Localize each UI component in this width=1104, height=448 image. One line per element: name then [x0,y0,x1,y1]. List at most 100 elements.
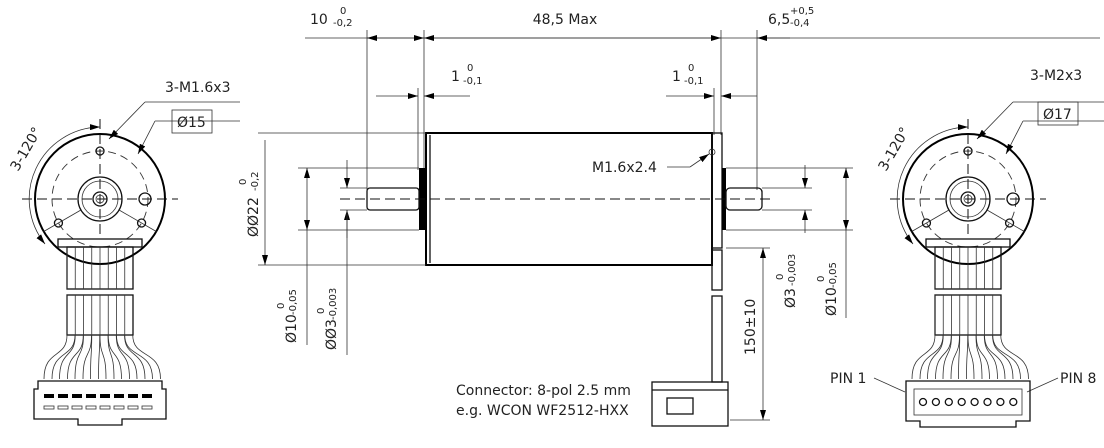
tol-upper: 0 [276,303,287,309]
tol-upper: 0 [688,63,694,74]
connector-pin-icon [44,394,54,398]
left-angle-label: 3-120° [8,125,46,174]
tol-upper: 0 [316,308,327,314]
connector-pin-icon [57,405,69,410]
wire [927,334,944,380]
tol-upper: 0 [775,274,786,280]
connector-pin-icon [99,405,111,410]
dim-right-step: 1 [672,69,681,85]
connector-label-line2: e.g. WCON WF2512-HXX [456,403,629,419]
wire [983,334,998,380]
wire [919,334,944,380]
connector-pin-icon [127,405,139,410]
right-end-view: 3-M2x3 Ø17 3-120° PIN 1 PIN 8 [830,68,1104,428]
wire [992,334,1021,380]
leader-arrow [137,120,156,155]
dim-right-pilot-diameter: Ø10 [824,287,840,316]
tol-lower: -0,05 [828,262,839,288]
vent-hole-icon [138,192,152,206]
motor-side-view: M1.6x2.4 [340,132,775,266]
tol-lower: -0,4 [790,18,810,29]
tol-lower: -0,003 [787,254,798,286]
right-holes-label: 3-M2x3 [1030,68,1082,84]
dim-left-pilot-diameter: Ø10 [284,314,300,343]
wire [984,334,1006,380]
leader-arrow [976,101,1014,140]
dim-right-shaft-diameter: Ø3 [783,288,799,308]
dim-left-shaft-diameter: ØØ3 [324,319,340,350]
tol-lower: -0,05 [288,289,299,315]
top-dimensions: 10 0 -0,2 48,5 Max 6,5 +0,5 -0,4 1 0 -0,… [305,6,1100,190]
right-angle-label: 3-120° [876,125,914,174]
wire [132,334,161,380]
wire [99,334,107,380]
angle-arc [28,124,101,245]
mounting-hole-icon [136,218,147,228]
wire [59,334,76,380]
left-diameter-dimensions: ØØ22 0 -0,2 Ø10 0 -0,05 ØØ3 0 -0,003 [238,132,426,355]
connector-pin-icon [931,397,941,407]
wire [82,334,92,380]
right-pcd-label: Ø17 [1043,107,1072,123]
tol-lower: -0,1 [684,76,704,87]
wire [975,334,990,380]
mounting-hole-icon [1004,218,1015,228]
leader-arrow [108,101,146,140]
dim-left-shaft-length: 10 [310,12,328,28]
tol-upper: 0 [238,179,249,185]
connector-body [33,380,167,426]
cable-side-view: 150±10 Connector: 8-pol 2.5 mm e.g. WCON… [456,247,770,427]
connector-pin-icon [944,397,953,407]
dim-left-step: 1 [451,69,460,85]
connector-pin-icon [114,394,124,398]
wire [51,334,76,380]
wire [935,334,952,380]
side-hole-label: M1.6x2.4 [592,160,657,176]
wire [950,334,960,380]
wire [942,334,952,380]
tol-upper: 0 [816,276,827,282]
tol-upper: 0 [340,6,346,17]
wire [115,334,130,380]
dim-body-length: 48,5 Max [533,12,598,28]
dim-body-diameter: ØØ22 [246,197,262,237]
connector-pin-icon [72,394,82,398]
wire [116,334,138,380]
wire [958,334,961,380]
connector-pin-icon [71,405,83,410]
wire [74,334,84,380]
angle-arc [896,124,969,245]
wire [43,334,68,380]
cable-header [57,238,143,248]
dim-cable-length: 150±10 [743,299,759,355]
wire [967,334,975,380]
connector-pin-icon [918,397,928,407]
connector-pin-icon [86,394,96,398]
wire [124,334,153,380]
connector-label-line1: Connector: 8-pol 2.5 mm [456,383,631,399]
wire [67,334,84,380]
tol-lower: -0,003 [328,288,339,320]
dim-right-shaft-length: 6,5 [768,12,790,28]
connector-pin-icon [100,394,110,398]
connector-body [905,380,1031,428]
connector-pin-icon [141,405,153,410]
connector-pin-icon [43,405,55,410]
right-diameter-dimensions: Ø3 0 -0,003 Ø10 0 -0,05 [726,165,853,318]
connector-pin-icon [142,394,152,398]
cable-header [925,238,1011,248]
connector-pin-icon [1009,397,1018,407]
tol-upper: 0 [467,63,473,74]
connector-pin-icon [970,397,979,407]
radial-line [118,209,157,232]
tol-lower: -0,2 [250,171,261,191]
tol-lower: -0,2 [333,18,353,29]
wire [911,334,936,380]
tol-lower: -0,1 [463,76,483,87]
left-pcd-label: Ø15 [177,115,206,131]
connector-pin-icon [58,394,68,398]
pin-1-label: PIN 1 [830,371,866,387]
connector-pin-icon [957,397,966,407]
